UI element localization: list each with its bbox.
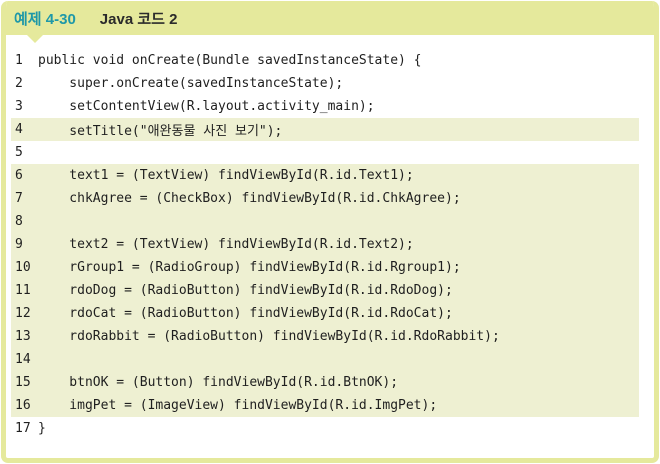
line-code-text: rdoDog = (RadioButton) findViewById(R.id…	[38, 283, 453, 298]
line-number: 5	[15, 145, 23, 160]
line-number: 16	[15, 398, 31, 413]
code-line: 2 super.onCreate(savedInstanceState);	[11, 72, 639, 95]
example-number-label: 예제 4-30	[14, 10, 76, 28]
line-code-text: rdoCat = (RadioButton) findViewById(R.id…	[38, 306, 453, 321]
line-code-text: setTitle("애완동물 사진 보기");	[38, 124, 283, 139]
header-notch-triangle	[26, 34, 44, 43]
line-number: 8	[15, 214, 23, 229]
line-code-text: chkAgree = (CheckBox) findViewById(R.id.…	[38, 191, 461, 206]
line-code-text: btnOK = (Button) findViewById(R.id.BtnOK…	[38, 375, 399, 390]
line-code-text: }	[38, 421, 46, 436]
code-listing: 1 public void onCreate(Bundle savedInsta…	[6, 49, 654, 440]
code-line: 8	[11, 210, 639, 233]
code-line: 14	[11, 348, 639, 371]
code-line: 7 chkAgree = (CheckBox) findViewById(R.i…	[11, 187, 639, 210]
code-line: 17 }	[11, 417, 639, 440]
code-line: 11 rdoDog = (RadioButton) findViewById(R…	[11, 279, 639, 302]
line-number: 9	[15, 237, 23, 252]
code-line: 10 rGroup1 = (RadioGroup) findViewById(R…	[11, 256, 639, 279]
code-line: 16 imgPet = (ImageView) findViewById(R.i…	[11, 394, 639, 417]
line-code-text: rGroup1 = (RadioGroup) findViewById(R.id…	[38, 260, 461, 275]
code-line: 5	[11, 141, 639, 164]
line-code-text: rdoRabbit = (RadioButton) findViewById(R…	[38, 329, 500, 344]
code-line: 12 rdoCat = (RadioButton) findViewById(R…	[11, 302, 639, 325]
code-line: 4 setTitle("애완동물 사진 보기");	[11, 118, 639, 141]
code-line: 13 rdoRabbit = (RadioButton) findViewByI…	[11, 325, 639, 348]
line-number: 2	[15, 76, 23, 91]
code-line: 9 text2 = (TextView) findViewById(R.id.T…	[11, 233, 639, 256]
line-number: 7	[15, 191, 23, 206]
line-number: 6	[15, 168, 23, 183]
line-number: 10	[15, 260, 31, 275]
line-number: 15	[15, 375, 31, 390]
example-header: 예제 4-30 Java 코드 2	[6, 1, 654, 35]
code-line: 6 text1 = (TextView) findViewById(R.id.T…	[11, 164, 639, 187]
line-code-text: super.onCreate(savedInstanceState);	[38, 76, 344, 91]
code-line: 3 setContentView(R.layout.activity_main)…	[11, 95, 639, 118]
line-number: 4	[15, 122, 23, 137]
line-number: 3	[15, 99, 23, 114]
line-code-text: setContentView(R.layout.activity_main);	[38, 99, 375, 114]
line-number: 14	[15, 352, 31, 367]
line-code-text: imgPet = (ImageView) findViewById(R.id.I…	[38, 398, 438, 413]
line-number: 11	[15, 283, 31, 298]
line-code-text: public void onCreate(Bundle savedInstanc…	[38, 53, 422, 68]
line-number: 13	[15, 329, 31, 344]
line-number: 1	[15, 53, 23, 68]
example-title: Java 코드 2	[99, 10, 178, 28]
code-line: 1 public void onCreate(Bundle savedInsta…	[11, 49, 639, 72]
line-number: 12	[15, 306, 31, 321]
line-number: 17	[15, 421, 31, 436]
line-code-text: text2 = (TextView) findViewById(R.id.Tex…	[38, 237, 414, 252]
code-line: 15 btnOK = (Button) findViewById(R.id.Bt…	[11, 371, 639, 394]
line-code-text: text1 = (TextView) findViewById(R.id.Tex…	[38, 168, 414, 183]
